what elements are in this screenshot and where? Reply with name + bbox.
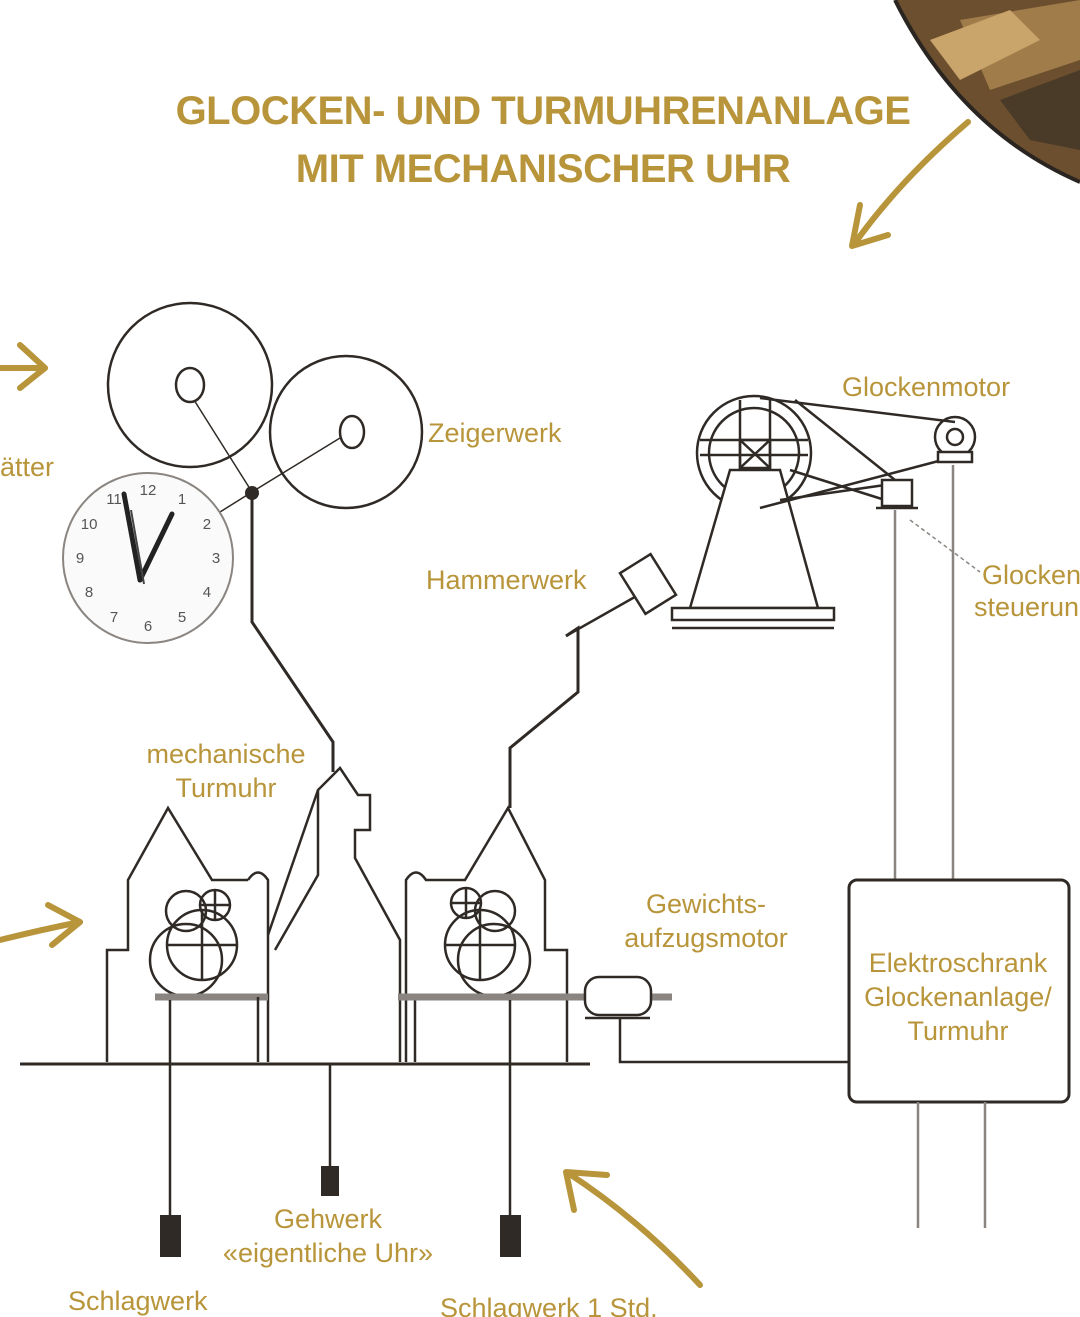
bell-assembly [670,394,956,630]
label-hammerwerk: Hammerwerk [426,565,587,595]
label-gehwerk-1: Gehwerk [274,1204,383,1234]
label-gehwerk-2: «eigentliche Uhr» [223,1238,433,1268]
clock-numeral: 12 [140,482,157,499]
clock-numeral: 8 [85,584,93,601]
weight-schlagwerk [160,1215,181,1257]
clock-numeral: 3 [212,550,220,567]
center-housing [266,766,402,1062]
label-glockensteuerung-2: steuerun [974,592,1079,622]
corner-photo [893,0,1080,184]
clock-numeral: 11 [106,491,122,508]
drive-shaft-left [250,493,335,772]
cable-group-top [893,465,955,880]
weights [160,1000,521,1257]
label-elektro-2: Glockenanlage/ [864,982,1052,1012]
zeigerwerk-gears [106,301,424,513]
center-housing-inner [273,790,320,951]
clock-numeral: 5 [178,609,186,626]
clock-numeral: 6 [144,618,152,635]
drive-shaft-right [508,625,580,808]
label-schlagwerk: Schlagwerk [68,1286,208,1316]
weight-gehwerk [321,1166,339,1196]
gewichtsaufzugsmotor-unit [583,975,850,1064]
clock-numeral: 10 [81,516,98,533]
elektroschrank [847,878,1071,1228]
glockensteuerung-unit [876,478,981,573]
clock-numeral: 9 [76,550,84,567]
left-arrow-middle-icon [0,902,83,948]
left-clockwork [105,805,270,1062]
left-arrow-top-icon [0,342,48,391]
hammer-icon [565,552,678,638]
label-turmuhr-1: mechanische [146,739,305,769]
label-elektro-1: Elektroschrank [869,948,1048,978]
clock-numeral: 4 [203,584,211,601]
label-glockensteuerung-1: Glocken [982,560,1080,590]
title-line-2: MIT MECHANISCHER UHR [296,147,791,191]
label-zifferblaetter: ätter [0,452,54,482]
label-gewichts-2: aufzugsmotor [624,923,788,953]
label-glockenmotor: Glockenmotor [842,372,1010,402]
label-zeigerwerk: Zeigerwerk [428,418,562,448]
clock-numeral: 7 [110,609,118,626]
bottom-arrow-icon [563,1169,703,1288]
label-turmuhr-2: Turmuhr [175,773,276,803]
label-schlagwerk-std: Schlagwerk 1 Std. [440,1293,658,1317]
weight-schlagwerk-std [500,1215,521,1257]
clock-numeral: 2 [203,516,211,533]
label-gewichts-1: Gewichts- [646,889,766,919]
curved-arrow-icon [849,119,971,249]
clock-numeral: 1 [178,491,186,508]
label-elektro-3: Turmuhr [907,1016,1008,1046]
title-line-1: GLOCKEN- UND TURMUHRENANLAGE [176,89,911,133]
glockenmotor-unit [933,415,977,464]
